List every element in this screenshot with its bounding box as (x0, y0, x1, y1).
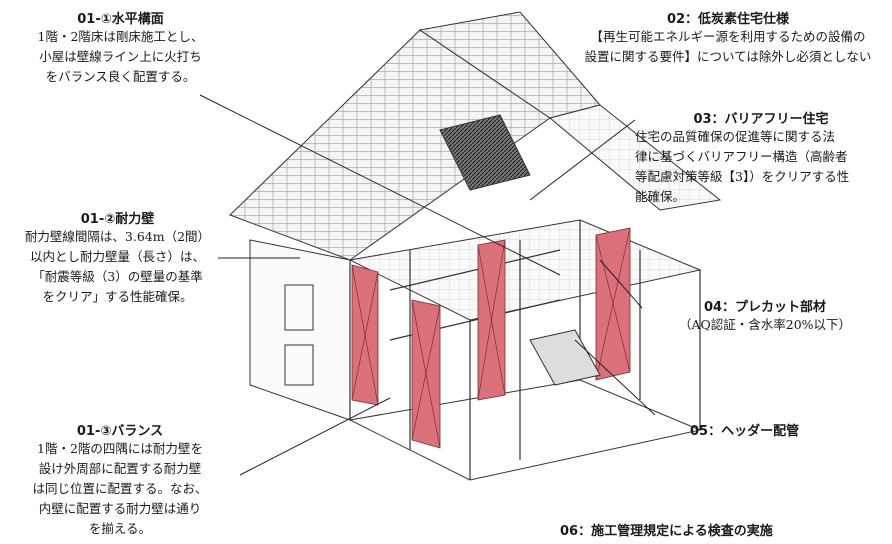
note-02-line-1: 【再生可能エネルギー源を利用するための設備の (590, 29, 866, 44)
note-01-2-line-3: 「耐震等級（3）の壁量の基準 (32, 269, 203, 284)
note-01-3-title: 01-③バランス (76, 424, 164, 439)
note-04-title: 04：プレカット部材 (703, 300, 827, 315)
note-03-title: 03：バリアフリー住宅 (693, 112, 829, 127)
note-01-3-line-4: 内壁に配置する耐力壁は通り (38, 501, 202, 516)
note-03-line-4: 能確保。 (635, 189, 686, 204)
note-01-1-line-2: 小屋は壁線ライン上に火打ち (39, 49, 202, 64)
note-01-3: 01-③バランス 1階・2階の四隅には耐力壁を 設け外周部に配置する耐力壁 は同… (5, 420, 235, 539)
note-01-2-line-2: 以内とし耐力壁量（長さ）は、 (29, 249, 205, 264)
note-01-3-line-3: は同じ位置に配置する。なお、 (32, 481, 208, 496)
note-03-line-1: 住宅の品質確保の促進等に関する法 (635, 129, 836, 144)
note-05: 05：ヘッダー配管 (690, 420, 799, 439)
first-floor-deck (348, 379, 702, 481)
header-piping (529, 329, 601, 386)
wall-braces (351, 227, 631, 449)
note-05-title: 05：ヘッダー配管 (690, 424, 800, 439)
note-01-1-title: 01-①水平構面 (77, 12, 164, 27)
roof-opening (439, 114, 531, 191)
note-03-line-2: 律に基づくバリアフリー構造（高齢者 (635, 149, 848, 164)
note-04: 04：プレカット部材 （AQ認証・含水率20%以下） (645, 296, 885, 335)
note-02-title: 02：低炭素住宅仕様 (666, 12, 790, 27)
note-04-line-1: （AQ認証・含水率20%以下） (678, 317, 852, 332)
roof-right (548, 104, 722, 211)
note-01-2-line-1: 耐力壁線間隔は、3.64m（2間） (24, 229, 211, 244)
leader-lines (199, 94, 656, 476)
note-02-line-2: 設置に関する要件】については除外し必須としない (584, 49, 872, 64)
note-01-2-title: 01-②耐力壁 (80, 212, 155, 227)
note-06-title: 06：施工管理規定による検査の実施 (560, 524, 773, 539)
note-01-3-line-5: を揃える。 (88, 521, 152, 536)
note-03: 03：バリアフリー住宅 住宅の品質確保の促進等に関する法 律に基づくバリアフリー… (635, 108, 887, 207)
note-01-1: 01-①水平構面 1階・2階床は剛床施工とし、 小屋は壁線ライン上に火打ち をバ… (8, 8, 233, 87)
note-01-1-line-3: をバランス良く配置する。 (45, 69, 196, 84)
note-02: 02：低炭素住宅仕様 【再生可能エネルギー源を利用するための設備の 設置に関する… (572, 8, 884, 67)
note-01-3-line-1: 1階・2階の四隅には耐力壁を (37, 441, 203, 456)
note-06: 06：施工管理規定による検査の実施 (560, 520, 773, 539)
note-01-1-line-1: 1階・2階床は剛床施工とし、 (37, 29, 204, 44)
note-03-line-3: 等配慮対策等級【3】）をクリアする性 (635, 169, 850, 184)
note-01-2: 01-②耐力壁 耐力壁線間隔は、3.64m（2間） 以内とし耐力壁量（長さ）は、… (5, 208, 230, 307)
note-01-3-line-2: 設け外周部に配置する耐力壁 (38, 461, 202, 476)
note-01-2-line-4: をクリア」する性能確保。 (42, 289, 193, 304)
